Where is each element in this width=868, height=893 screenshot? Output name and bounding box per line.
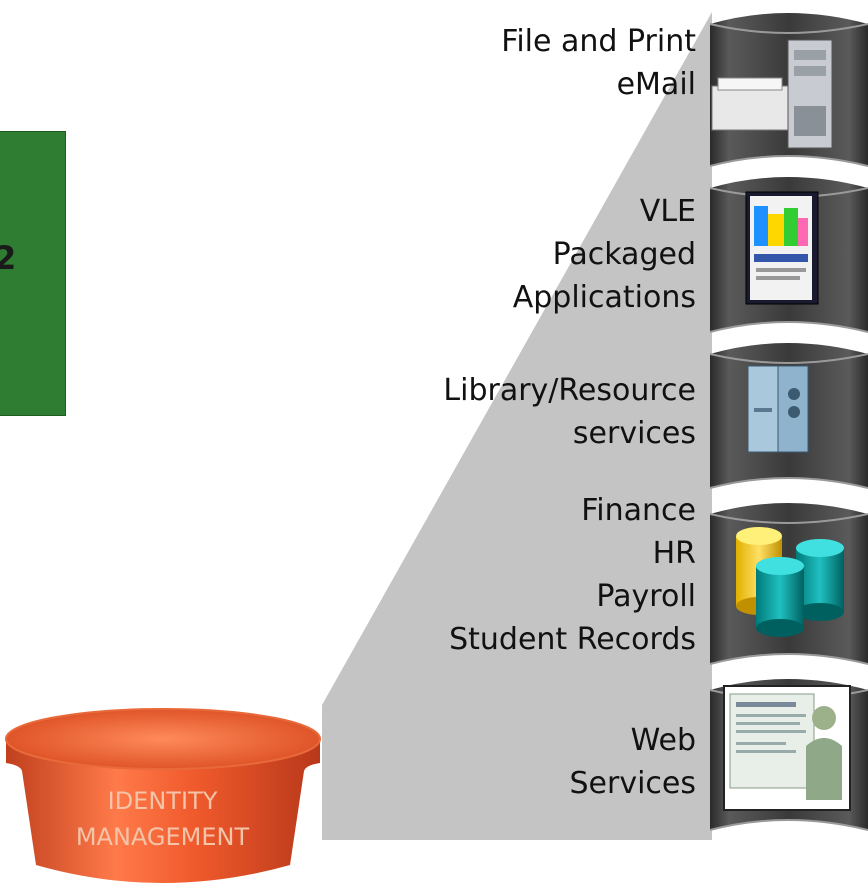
- tier-line: Services: [569, 766, 696, 801]
- tier-line: Web: [630, 723, 696, 758]
- tier-label-file-print: File and Print eMail: [501, 20, 696, 106]
- tier-label-finance: Finance HR Payroll Student Records: [449, 489, 696, 661]
- web-page-person-icon: [723, 685, 851, 811]
- identity-line-2: MANAGEMENT: [75, 823, 250, 851]
- database-drum-icon: [5, 708, 321, 883]
- green-side-panel: [0, 131, 66, 416]
- pipe-segment-file-print: [706, 6, 868, 174]
- tier-line: Finance: [581, 493, 696, 528]
- database-cylinders-icon: [736, 527, 844, 637]
- printer-server-icon: [711, 39, 833, 149]
- tier-label-vle: VLE Packaged Applications: [513, 190, 696, 319]
- side-panel-number: 2: [0, 239, 17, 277]
- mainframe-cabinet-icon: [747, 365, 809, 453]
- software-box-icon: [745, 191, 819, 305]
- tier-line: Student Records: [449, 622, 696, 657]
- pipe-segment-finance: [706, 496, 868, 672]
- tier-line: services: [572, 416, 696, 451]
- identity-management-label: IDENTITY MANAGEMENT: [40, 783, 285, 855]
- tier-line: eMail: [616, 67, 696, 102]
- tier-line: HR: [652, 536, 696, 571]
- tier-line: Library/Resource: [443, 373, 696, 408]
- tier-line: Applications: [512, 280, 696, 315]
- tier-line: File and Print: [501, 24, 696, 59]
- tier-line: Payroll: [596, 579, 696, 614]
- pipe-segment-vle: [706, 170, 868, 340]
- pipe-segment-library: [706, 336, 868, 496]
- identity-management-drum: IDENTITY MANAGEMENT: [0, 705, 325, 889]
- tier-line: VLE: [639, 194, 696, 229]
- tier-line: Packaged: [552, 237, 696, 272]
- tier-label-library: Library/Resource services: [443, 369, 696, 455]
- identity-line-1: IDENTITY: [107, 787, 218, 815]
- pipe-segment-web: [706, 672, 868, 838]
- tier-label-web: Web Services: [569, 719, 696, 805]
